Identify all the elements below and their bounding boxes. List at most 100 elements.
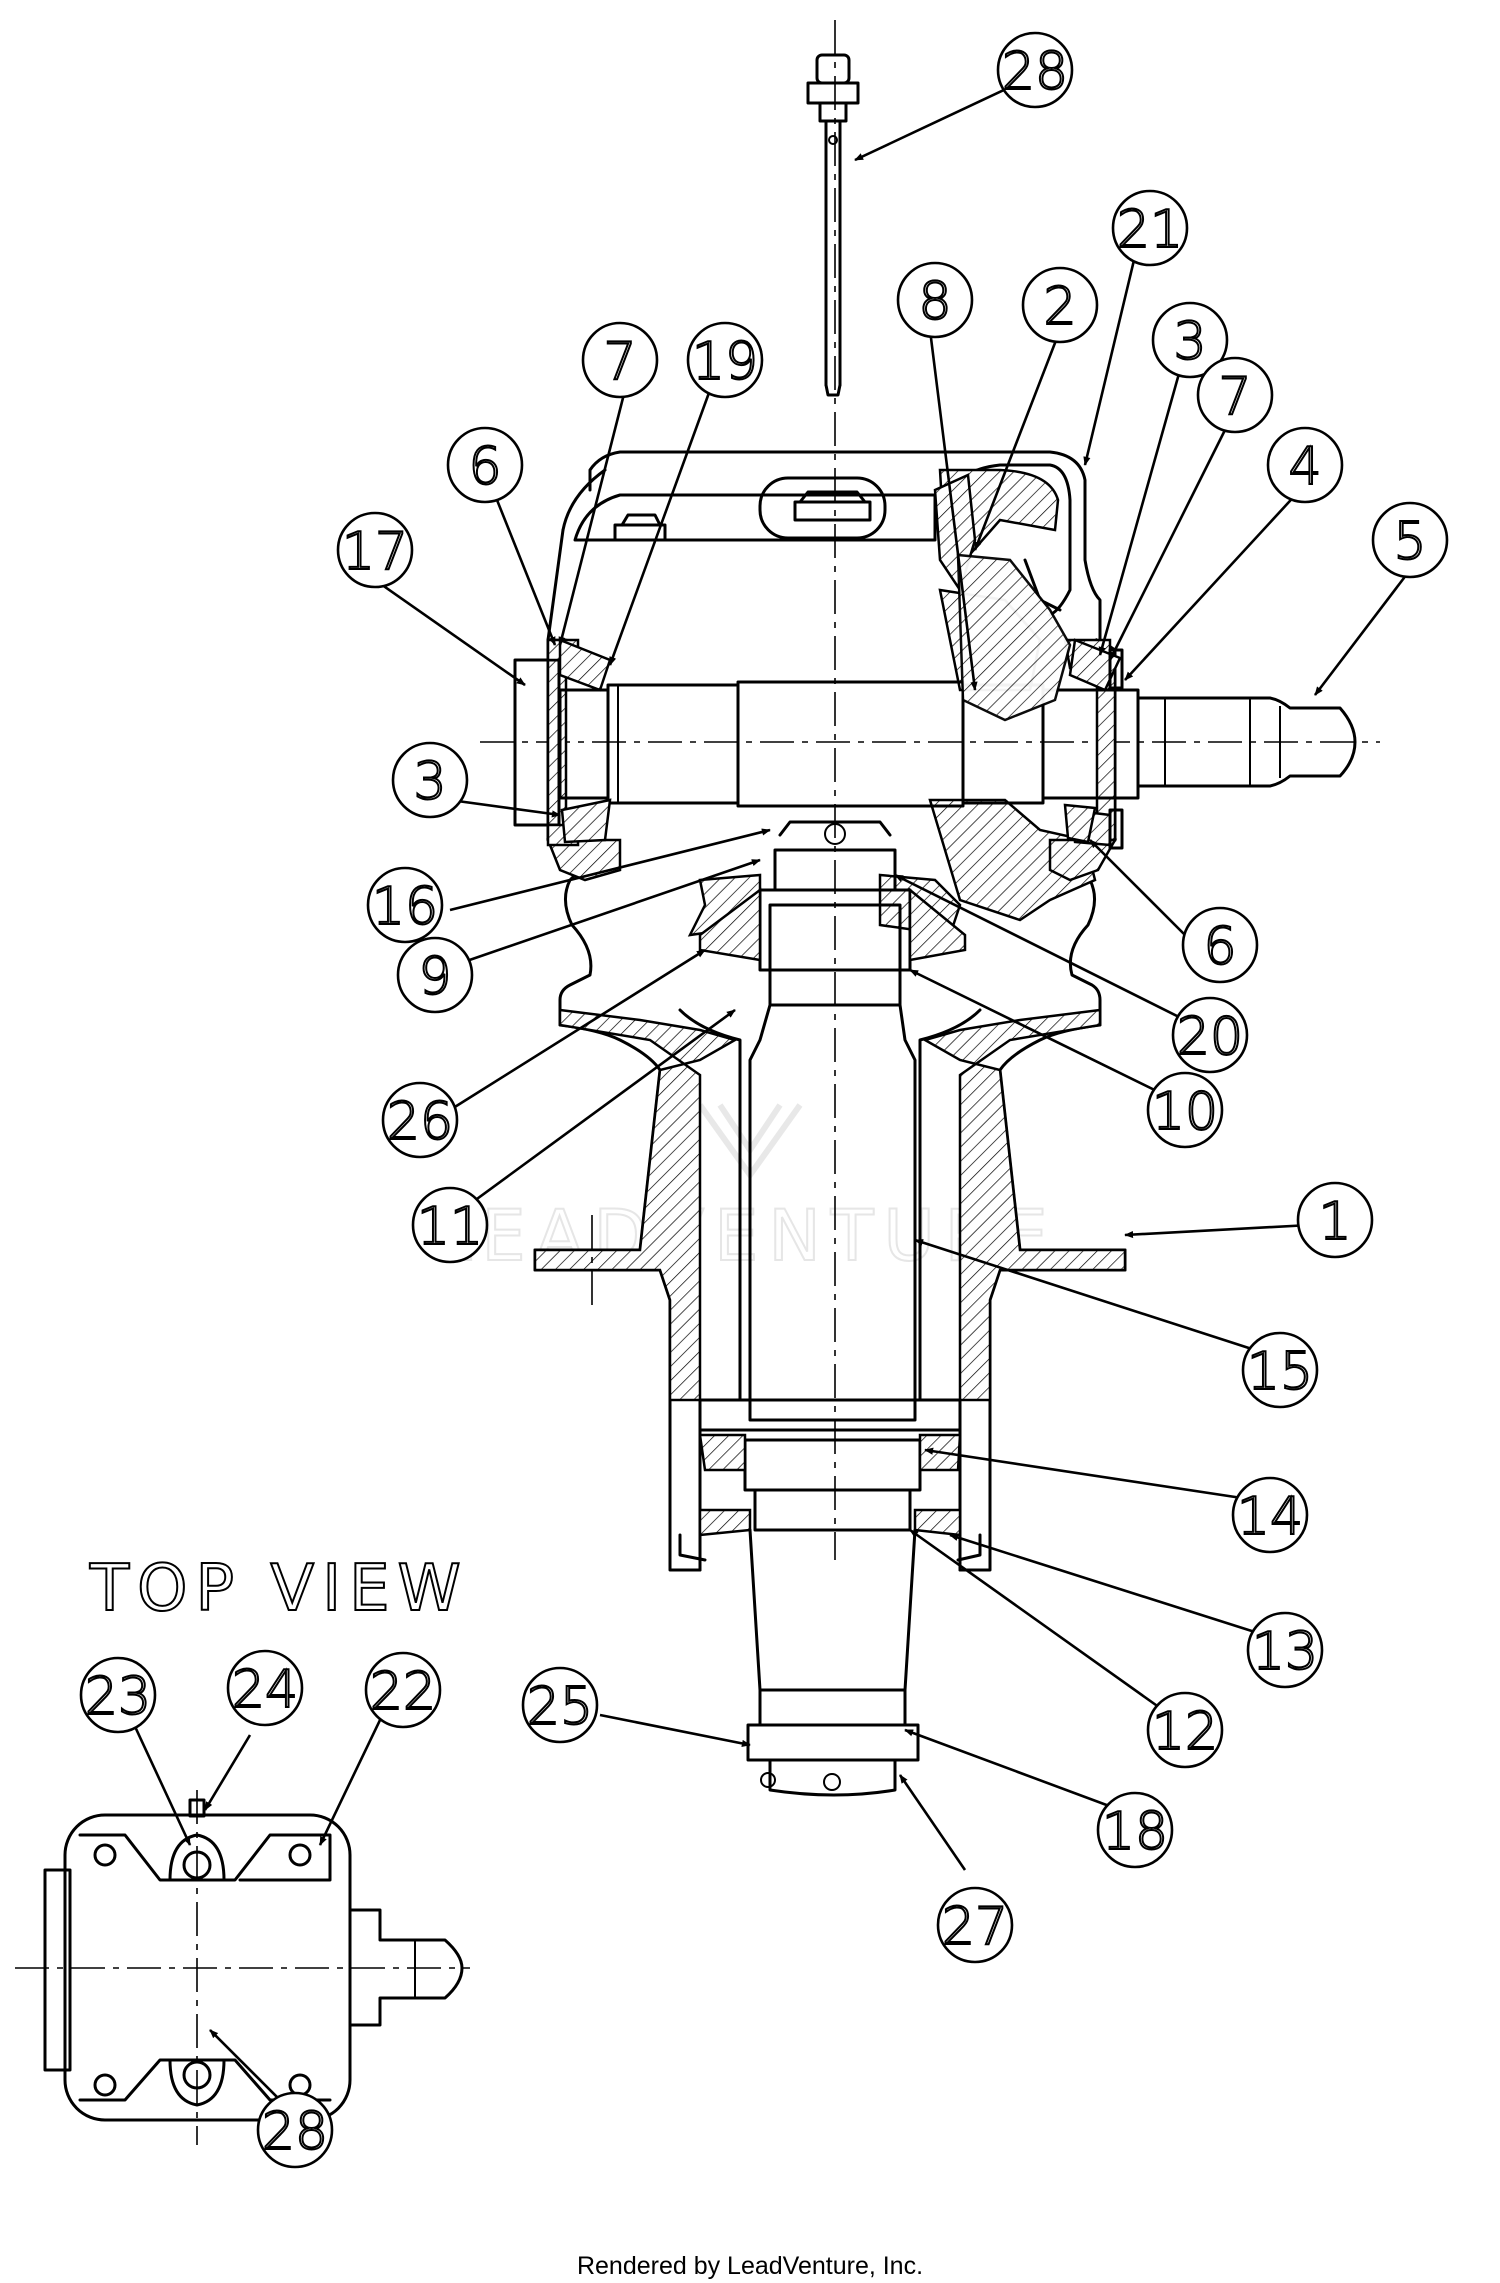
callout-circle xyxy=(381,1081,459,1159)
callout-circle xyxy=(896,261,974,339)
callout-label: 22 xyxy=(370,1662,436,1722)
callout-circle xyxy=(1371,501,1449,579)
lower-bearings xyxy=(678,1433,982,1562)
callout-10: 10 xyxy=(1146,1071,1224,1149)
callout-circle xyxy=(1196,356,1274,434)
callout-label: 14 xyxy=(1237,1487,1303,1547)
callout-9: 9 xyxy=(396,936,474,1014)
lower-housing xyxy=(533,1008,1127,1572)
callout-1: 1 xyxy=(1296,1181,1374,1259)
callout-circle xyxy=(1146,1071,1224,1149)
callout-label: 15 xyxy=(1247,1342,1313,1402)
callout-19: 19 xyxy=(686,321,764,399)
center-lines xyxy=(480,20,1380,1560)
callout-label: 1 xyxy=(1318,1192,1351,1252)
callout-circle xyxy=(1021,266,1099,344)
callout-26: 26 xyxy=(381,1081,459,1159)
callout-circle xyxy=(1151,301,1229,379)
callout-circle xyxy=(396,936,474,1014)
callout-label: 3 xyxy=(1173,312,1206,372)
callout-circle xyxy=(521,1666,599,1744)
callout-circle xyxy=(364,1651,442,1729)
callout-5: 5 xyxy=(1371,501,1449,579)
callout-label: 21 xyxy=(1117,200,1183,260)
top-view-drawing xyxy=(15,1790,470,2145)
callout-14: 14 xyxy=(1231,1476,1309,1554)
callout-22: 22 xyxy=(364,1651,442,1729)
callout-label: 27 xyxy=(942,1897,1008,1957)
callout-label: 5 xyxy=(1393,512,1426,572)
callout-label: 6 xyxy=(468,437,501,497)
callout-25: 25 xyxy=(521,1666,599,1744)
callout-circle xyxy=(1296,1181,1374,1259)
callout-circle xyxy=(1146,1691,1224,1769)
leader-lines xyxy=(123,78,1412,2116)
callout-18: 18 xyxy=(1096,1791,1174,1869)
callout-circle xyxy=(1171,996,1249,1074)
callout-label: 16 xyxy=(372,877,438,937)
callout-27: 27 xyxy=(936,1886,1014,1964)
callout-24: 24 xyxy=(226,1649,304,1727)
callout-6b: 6 xyxy=(1181,906,1259,984)
callout-circle xyxy=(79,1656,157,1734)
callout-circle xyxy=(366,866,444,944)
callout-21: 21 xyxy=(1111,189,1189,267)
callout-circle xyxy=(936,1886,1014,1964)
callout-label: 20 xyxy=(1177,1007,1243,1067)
callout-label: 28 xyxy=(262,2102,328,2162)
callout-16: 16 xyxy=(366,866,444,944)
callout-circle xyxy=(1181,906,1259,984)
callout-label: 11 xyxy=(417,1197,483,1257)
callout-circle xyxy=(581,321,659,399)
callout-circle xyxy=(446,426,524,504)
callout-7b: 7 xyxy=(581,321,659,399)
callout-label: 4 xyxy=(1288,437,1321,497)
callout-28: 28 xyxy=(996,31,1074,109)
bevel-gears xyxy=(687,473,1072,972)
callout-circle xyxy=(686,321,764,399)
callout-circle xyxy=(1096,1791,1174,1869)
callout-label: 19 xyxy=(692,332,758,392)
callout-circle xyxy=(411,1186,489,1264)
callout-3a: 3 xyxy=(1151,301,1229,379)
callout-label: 2 xyxy=(1043,277,1076,337)
callout-circle xyxy=(226,1649,304,1727)
callout-label: 6 xyxy=(1203,917,1236,977)
callout-6a: 6 xyxy=(446,426,524,504)
callout-label: 9 xyxy=(418,947,451,1007)
callout-17: 17 xyxy=(336,511,414,589)
callout-circle xyxy=(1266,426,1344,504)
callout-label: 13 xyxy=(1252,1622,1318,1682)
callout-2: 2 xyxy=(1021,266,1099,344)
callout-label: 7 xyxy=(603,332,636,392)
callout-11: 11 xyxy=(411,1186,489,1264)
callout-label: 12 xyxy=(1152,1702,1218,1762)
callout-20: 20 xyxy=(1171,996,1249,1074)
output-shaft xyxy=(743,903,922,1797)
callout-label: 18 xyxy=(1102,1802,1168,1862)
callout-7a: 7 xyxy=(1196,356,1274,434)
callout-label: 7 xyxy=(1218,367,1251,427)
callout-3b: 3 xyxy=(391,741,469,819)
callout-circle xyxy=(1231,1476,1309,1554)
callout-label: 25 xyxy=(527,1677,593,1737)
callout-label: 23 xyxy=(85,1667,151,1727)
callout-28b: 28 xyxy=(256,2091,334,2169)
top-view-label: TOP VIEW xyxy=(89,1552,469,1626)
footer-credit: Rendered by LeadVenture, Inc. xyxy=(576,2252,924,2280)
breather-fitting xyxy=(806,53,860,397)
callout-13: 13 xyxy=(1246,1611,1324,1689)
callout-label: 10 xyxy=(1152,1082,1218,1142)
callout-label: 28 xyxy=(1002,42,1068,102)
callout-8: 8 xyxy=(896,261,974,339)
callout-circle xyxy=(256,2091,334,2169)
callout-circle xyxy=(1241,1331,1319,1409)
callout-label: 26 xyxy=(387,1092,453,1152)
callout-4: 4 xyxy=(1266,426,1344,504)
callout-circle xyxy=(996,31,1074,109)
callout-circle xyxy=(391,741,469,819)
callout-23: 23 xyxy=(79,1656,157,1734)
callout-12: 12 xyxy=(1146,1691,1224,1769)
